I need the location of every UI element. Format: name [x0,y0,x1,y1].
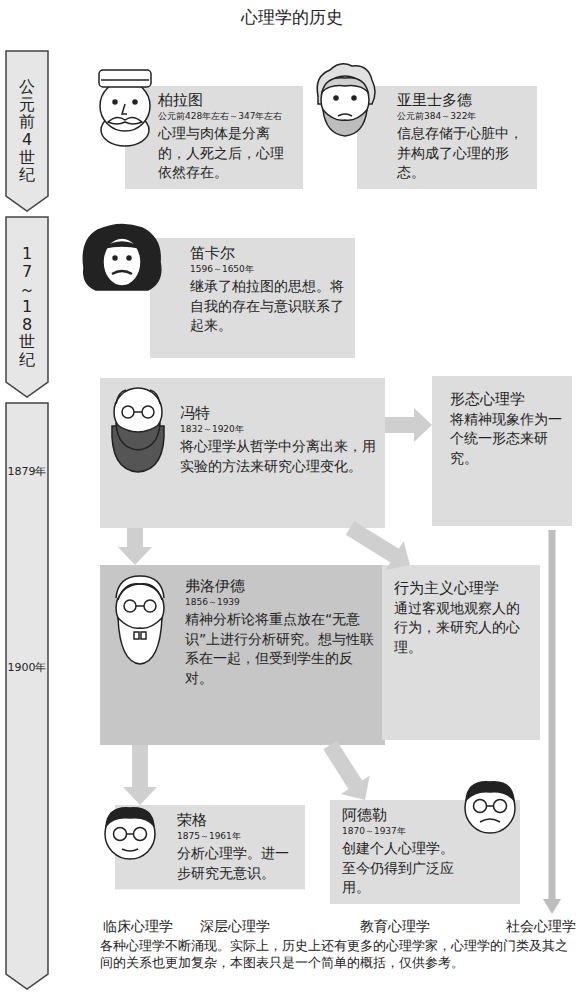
arrow-head [123,787,157,805]
year-label: 1900年 [5,660,49,675]
block-arrow [330,745,370,800]
figure-box: 弗洛伊德1856～1939精神分析论将重点放在“无意识”上进行分析研究。想与性联… [100,565,385,745]
figure-box: 荣格1875～1961年分析心理学。进一步研究无意识。 [115,805,305,889]
person-name: 弗洛伊德 [185,577,377,597]
figure-box: 形态心理学将精神现象作为一个统一形态来研究。 [432,376,572,526]
box-ground [100,378,385,528]
figure-box: 笛卡尔1596～1650年继承了柏拉图的思想。将自我的存在与意识联系了起来。 [150,238,355,358]
era-label: 公元前4世纪 [19,78,35,184]
block-arrow [123,745,157,805]
life-dates: 1875～1961年 [177,831,297,843]
box-ground [432,376,572,526]
life-dates: 1832～1920年 [180,424,377,436]
figure-box: 阿德勒1870～1937年创建个人心理学。至今仍得到广泛应用。 [330,800,520,904]
arrow-head [341,776,370,800]
figure-box: 亚里士多德公元前384～322年信息存储于心脏中，并构成了心理的形态。 [357,86,537,189]
description-text: 继承了柏拉图的思想。将自我的存在与意识联系了起来。 [190,277,347,336]
person-name: 形态心理学 [450,390,564,410]
figure-box: 行为主义心理学通过客观地观察人的行为，来研究人的心理。 [382,565,540,740]
description-text: 心理与肉体是分离的，人死之后，心理依然存在。 [158,124,297,183]
person-name: 冯特 [180,404,377,424]
person-name: 荣格 [177,811,297,831]
person-name: 笛卡尔 [190,244,347,264]
arrow-head [414,408,432,442]
description-text: 信息存储于心脏中，并构成了心理的形态。 [397,124,531,183]
field-label: 教育心理学 [360,918,430,936]
box-ground [125,86,303,189]
diagram-caption: 各种心理学不断涌现。实际上，历史上还有更多的心理学家，心理学的门类及其之间的关系… [100,938,576,972]
arrow-head [118,547,152,565]
band-outline [5,402,49,990]
description-text: 将精神现象作为一个统一形态来研究。 [450,410,564,469]
box-ground [100,565,385,745]
era-band: 公元前4世纪 [5,50,49,212]
wundt-portrait [112,388,164,472]
person-name: 柏拉图 [158,91,297,111]
person-name: 行为主义心理学 [394,579,530,599]
box-ground [150,238,355,358]
arrow-shaft [385,417,415,433]
block-arrow [350,528,410,570]
person-name: 亚里士多德 [397,91,531,111]
person-name: 阿德勒 [342,806,460,826]
era-band: 17～18世纪 [5,216,49,398]
block-arrow [118,528,152,565]
diagram-title: 心理学的历史 [0,6,583,29]
aristotle-portrait [317,64,375,136]
life-dates: 公元前384～322年 [397,111,531,123]
descartes-portrait [83,224,161,290]
adler-portrait [465,782,515,833]
box-ground [382,565,540,740]
branch-line [543,530,561,914]
arrow-shaft [132,745,148,788]
field-label: 深层心理学 [200,918,270,936]
life-dates: 1596～1650年 [190,264,347,276]
figure-box: 柏拉图公元前428年左右～347年左右心理与肉体是分离的，人死之后，心理依然存在… [125,86,303,189]
jung-portrait [105,808,155,859]
freud-portrait [116,576,164,664]
description-text: 分析心理学。进一步研究无意识。 [177,844,297,883]
field-label: 临床心理学 [103,918,173,936]
description-text: 通过客观地观察人的行为，来研究人的心理。 [394,599,530,658]
box-ground [357,86,537,189]
arrow-shaft [127,528,143,548]
era-band: 1879年 1900年 [5,402,49,990]
life-dates: 1870～1937年 [342,826,460,838]
description-text: 创建个人心理学。至今仍得到广泛应用。 [342,839,460,898]
figure-box: 冯特1832～1920年将心理学从哲学中分离出来，用实验的方法来研究心理变化。 [100,378,385,528]
plato-portrait [99,70,151,146]
arrow-head [386,541,410,570]
arrow-shaft [350,528,396,556]
life-dates: 公元前428年左右～347年左右 [158,111,297,123]
era-label: 17～18世纪 [19,245,35,368]
life-dates: 1856～1939 [185,597,377,609]
description-text: 精神分析论将重点放在“无意识”上进行分析研究。想与性联系在一起，但受到学生的反对… [185,610,377,688]
arrow-shaft [330,745,356,786]
block-arrow [385,408,432,442]
field-label: 社会心理学 [506,918,576,936]
description-text: 将心理学从哲学中分离出来，用实验的方法来研究心理变化。 [180,437,377,476]
year-label: 1879年 [5,464,49,479]
